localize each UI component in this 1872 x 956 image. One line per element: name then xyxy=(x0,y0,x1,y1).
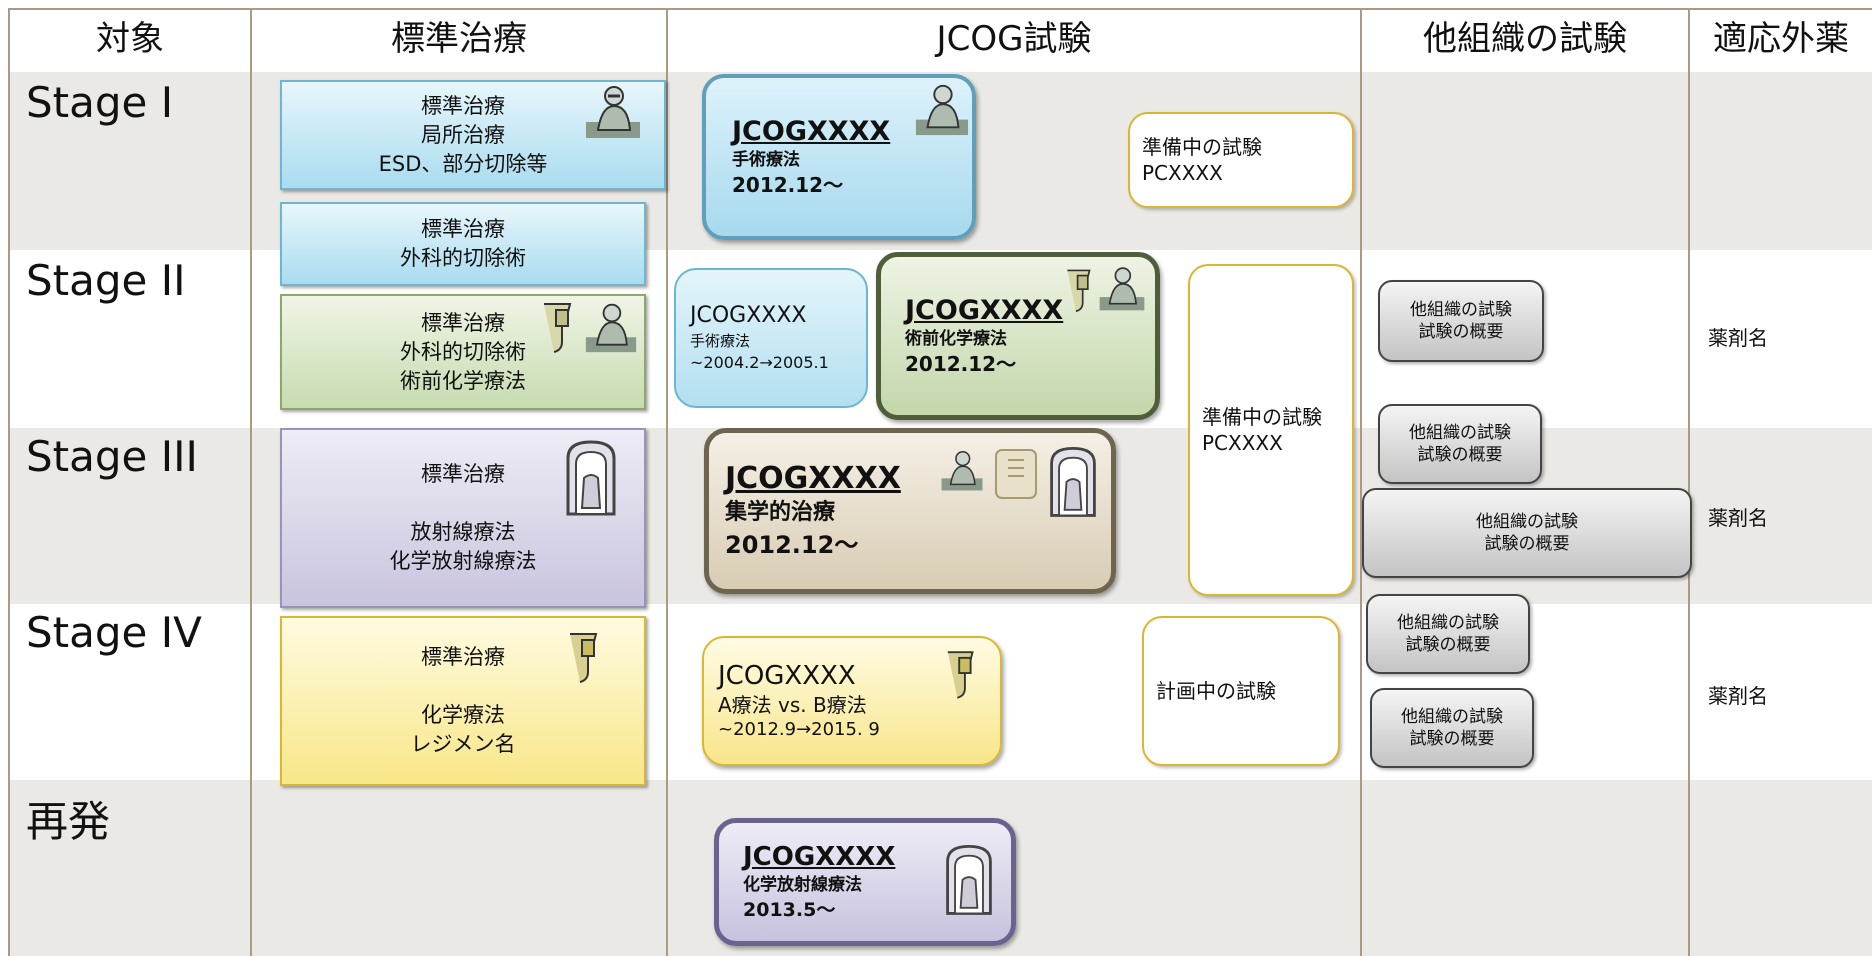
drug-name: 薬剤名 xyxy=(1708,506,1768,530)
trial-therapy: 術前化学療法 xyxy=(905,329,1007,349)
std-line: ESD、部分切除等 xyxy=(378,151,548,176)
std-line: 標準治療 xyxy=(421,310,505,335)
jcog-trial-stage-3[interactable]: JCOGXXXX 集学的治療 2012.12〜 xyxy=(704,428,1116,594)
pending-trial-stage-1[interactable]: 準備中の試験 PCXXXX xyxy=(1128,112,1354,208)
standard-box-surgery: 標準治療 外科的切除術 xyxy=(280,202,646,286)
trial-date: 2013.5〜 xyxy=(743,899,836,921)
surgeon-icon xyxy=(1099,267,1145,311)
column-divider xyxy=(1360,8,1362,956)
surgeon-icon xyxy=(586,86,640,138)
column-divider xyxy=(1688,8,1690,956)
other-line: 他組織の試験 xyxy=(1410,300,1512,320)
std-line: 化学療法 xyxy=(421,703,505,727)
trial-date: ~2004.2→2005.1 xyxy=(690,353,829,372)
std-line: 局所治療 xyxy=(421,122,505,147)
surgeon-icon xyxy=(585,303,637,353)
std-line: 標準治療 xyxy=(421,462,505,486)
iv-drip-icon xyxy=(1067,269,1091,313)
trial-therapy: 手術療法 xyxy=(732,150,800,170)
pending-line: 準備中の試験 xyxy=(1142,135,1262,159)
iv-drip-icon xyxy=(570,633,598,683)
other-line: 他組織の試験 xyxy=(1409,423,1511,443)
std-line: 外科的切除術 xyxy=(400,246,526,270)
other-trial-box[interactable]: 他組織の試験 試験の概要 xyxy=(1370,688,1534,768)
standard-box-stage-2: 標準治療 外科的切除術 術前化学療法 xyxy=(280,294,646,410)
jcog-trial-stage-2-past[interactable]: JCOGXXXX 手術療法 ~2004.2→2005.1 xyxy=(674,268,868,408)
pending-line: PCXXXX xyxy=(1202,431,1283,455)
table-frame xyxy=(8,8,1872,956)
drug-name: 薬剤名 xyxy=(1708,684,1768,708)
other-line: 他組織の試験 xyxy=(1401,707,1503,727)
pending-line: PCXXXX xyxy=(1142,161,1223,185)
trial-date: 2012.12〜 xyxy=(732,173,844,197)
header-standard-treatment: 標準治療 xyxy=(391,19,527,59)
pending-line: 準備中の試験 xyxy=(1202,405,1322,429)
trial-therapy: 手術療法 xyxy=(690,332,751,350)
surgeon-icon xyxy=(941,451,983,491)
trial-date: ~2012.9→2015. 9 xyxy=(718,719,880,740)
trial-id: JCOGXXXX xyxy=(690,303,807,328)
other-trial-box[interactable]: 他組織の試験 試験の概要 xyxy=(1378,280,1544,362)
radiation-machine-icon xyxy=(946,845,992,915)
stage-label: Stage III xyxy=(26,432,198,481)
other-line: 試験の概要 xyxy=(1405,635,1491,655)
radiation-machine-icon xyxy=(566,440,616,516)
std-line: 標準治療 xyxy=(421,217,505,241)
jcog-trial-stage-2[interactable]: JCOGXXXX 術前化学療法 2012.12〜 xyxy=(876,252,1160,420)
trial-therapy: 化学放射線療法 xyxy=(743,875,862,895)
trial-therapy: 集学的治療 xyxy=(725,500,836,525)
std-line: 放射線療法 xyxy=(410,520,516,544)
column-divider xyxy=(250,8,252,956)
other-line: 他組織の試験 xyxy=(1476,512,1578,532)
trial-id: JCOGXXXX xyxy=(743,842,896,872)
trial-date: 2012.12〜 xyxy=(905,352,1017,376)
iv-drip-icon xyxy=(544,303,572,353)
std-line: 術前化学療法 xyxy=(400,368,526,393)
other-line: 試験の概要 xyxy=(1417,445,1503,465)
drug-name: 薬剤名 xyxy=(1708,326,1768,350)
other-line: 試験の概要 xyxy=(1484,534,1570,554)
header-target: 対象 xyxy=(96,19,164,59)
std-line: 標準治療 xyxy=(421,93,505,118)
stage-label: Stage IV xyxy=(26,608,202,657)
standard-box-stage-1: 標準治療 局所治療 ESD、部分切除等 xyxy=(280,80,666,190)
jcog-trial-stage-4[interactable]: JCOGXXXX A療法 vs. B療法 ~2012.9→2015. 9 xyxy=(702,636,1002,766)
trial-id: JCOGXXXX xyxy=(725,461,901,496)
other-trial-box[interactable]: 他組織の試験 試験の概要 xyxy=(1378,404,1542,484)
std-line: 化学放射線療法 xyxy=(389,549,537,573)
other-line: 他組織の試験 xyxy=(1397,613,1499,633)
stage-label: Stage II xyxy=(26,256,186,305)
jcog-trial-stage-1[interactable]: JCOGXXXX 手術療法 2012.12〜 xyxy=(702,74,976,240)
trial-id: JCOGXXXX xyxy=(718,661,856,691)
std-line: レジメン名 xyxy=(410,732,516,756)
surgeon-icon xyxy=(915,84,969,136)
std-line: 外科的切除術 xyxy=(400,339,526,364)
jcog-trial-recurrence[interactable]: JCOGXXXX 化学放射線療法 2013.5〜 xyxy=(714,818,1016,946)
planned-trial-stage-4[interactable]: 計画中の試験 xyxy=(1142,616,1340,766)
trial-id: JCOGXXXX xyxy=(732,116,891,147)
iv-drip-icon xyxy=(947,651,974,699)
other-trial-box[interactable]: 他組織の試験 試験の概要 xyxy=(1362,488,1692,578)
trial-date: 2012.12〜 xyxy=(725,531,859,559)
other-trial-box[interactable]: 他組織の試験 試験の概要 xyxy=(1366,594,1530,674)
header-off-label-drugs: 適応外薬 xyxy=(1713,19,1849,59)
header-jcog-trials: JCOG試験 xyxy=(936,19,1092,59)
other-line: 試験の概要 xyxy=(1418,322,1504,342)
radiation-machine-icon xyxy=(1050,447,1096,517)
trial-therapy: A療法 vs. B療法 xyxy=(718,693,867,717)
scroll-icon xyxy=(995,449,1037,499)
planned-line: 計画中の試験 xyxy=(1156,679,1276,703)
pending-trial-stage-2-3[interactable]: 準備中の試験 PCXXXX xyxy=(1188,264,1354,596)
trial-id: JCOGXXXX xyxy=(905,295,1064,326)
std-line: 標準治療 xyxy=(421,645,505,669)
stage-label: Stage I xyxy=(26,78,174,127)
other-line: 試験の概要 xyxy=(1409,729,1495,749)
column-divider xyxy=(666,8,668,956)
header-other-org-trials: 他組織の試験 xyxy=(1423,19,1627,59)
stage-label: 再発 xyxy=(26,797,111,846)
